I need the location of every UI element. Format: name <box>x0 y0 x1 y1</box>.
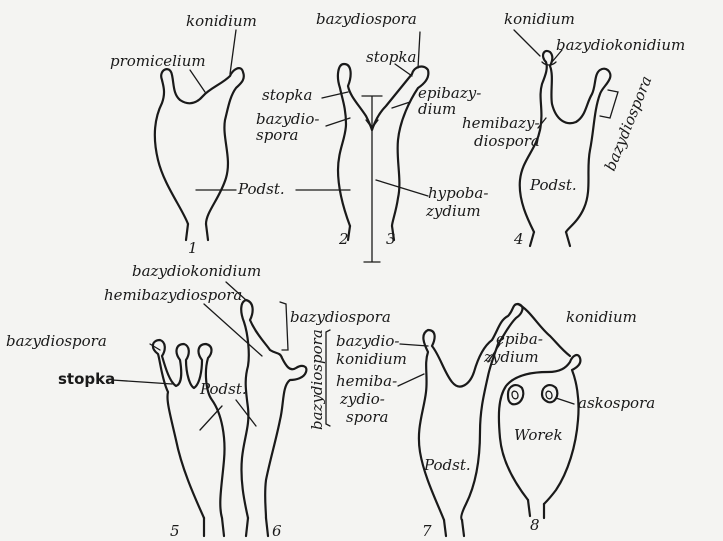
label-bazydiospora-23: bazydiospora <box>316 10 417 28</box>
fig23-pointer-bazydiospora <box>418 32 420 68</box>
label-worek: Worek <box>514 426 563 444</box>
fig6-outline <box>241 300 306 518</box>
label-bazydiospora-78-vertical: bazydiospora <box>308 329 326 430</box>
fig8-ascospore-left-inner <box>512 391 518 399</box>
figure-number-8: 8 <box>530 516 540 534</box>
label-podst-7: Podst. <box>423 456 471 474</box>
fig56-pointer-bazydiospora-left <box>150 344 160 350</box>
fig1-stalk <box>186 224 208 240</box>
fig1-outline <box>155 68 244 224</box>
fig78-bracket-vertical <box>326 330 330 426</box>
label-podst-12: Podst. <box>237 180 285 198</box>
figure-number-7: 7 <box>422 522 432 540</box>
label-promicelium: promicelium <box>110 52 206 70</box>
label-hemibazydiospora-78-3: spora <box>346 408 388 426</box>
label-epibazydium-78-2: zydium <box>483 348 539 366</box>
figure-4: konidium bazydiokonidium hemibazy- diosp… <box>462 10 685 248</box>
fig56-bracket-top <box>280 302 288 350</box>
label-podst-56: Podst. <box>199 380 247 398</box>
label-bazydiospora-side-2: spora <box>256 126 298 144</box>
fig4-pointer-konidium <box>514 30 540 56</box>
fig23-pointer-stopka <box>322 92 348 98</box>
label-askospora: askospora <box>578 394 655 412</box>
label-konidium-78: konidium <box>566 308 637 326</box>
label-hypobazydium-2: zydium <box>425 202 481 220</box>
label-konidium-1: konidium <box>186 12 257 30</box>
label-stopka-top: stopka <box>366 48 416 66</box>
label-bazydiospora-56-left: bazydiospora <box>6 332 107 350</box>
label-hypobazydium-1: hypoba- <box>428 184 488 202</box>
label-hemibazydiospora-4-2: diospora <box>474 132 540 150</box>
label-bazydiokonidium-78-2: konidium <box>336 350 407 368</box>
fig4-bracket <box>600 90 618 118</box>
fig23-pointer-hypobazydium <box>376 180 428 196</box>
figure-number-4: 4 <box>513 230 524 248</box>
fig4-stalk <box>530 232 570 246</box>
label-epibazydium-78-1: epiba- <box>496 330 543 348</box>
fig1-pointer-promicelium <box>190 70 205 92</box>
label-bazydiokonidium-56: bazydiokonidium <box>132 262 261 280</box>
label-bazydiospora-56-right: bazydiospora <box>290 308 391 326</box>
fig23-outline <box>338 64 428 226</box>
label-hemibazydiospora-56: hemibazydiospora <box>104 286 242 304</box>
label-epibazydium-2: dium <box>418 100 456 118</box>
fig5-outline <box>153 340 225 518</box>
figure-number-2: 2 <box>338 230 349 248</box>
fig78-pointer-askospora <box>556 398 574 404</box>
fig6-stalk <box>246 518 268 536</box>
fig8-ascospore-left <box>508 385 523 404</box>
label-hemibazydiospora-78-1: hemiba- <box>336 372 397 390</box>
figure-number-6: 6 <box>272 522 282 540</box>
figure-number-5: 5 <box>170 522 180 540</box>
fig78-pointer-hemibazydiospora <box>398 374 424 386</box>
figure-number-3: 3 <box>386 230 396 248</box>
fig23-divider-line <box>362 96 382 262</box>
label-stopka-5: stopka <box>58 370 115 388</box>
label-hemibazydiospora-4-1: hemibazy- <box>462 114 540 132</box>
figure-5-6: bazydiokonidium hemibazydiospora bazydio… <box>6 262 391 540</box>
fig5-stalk <box>204 518 224 536</box>
label-bazydiospora-4-vertical: bazydiospora <box>601 73 655 173</box>
label-bazydiokonidium-4: bazydiokonidium <box>556 36 685 54</box>
figure-7-8: bazydiospora bazydio- konidium hemiba- z… <box>308 304 655 540</box>
fig4-sterigma <box>542 62 556 65</box>
fig8-ascospore-right-inner <box>546 391 552 399</box>
fig1-pointer-konidium <box>230 30 236 74</box>
figure-2-3: bazydiospora stopka stopka bazydio- spor… <box>196 10 488 262</box>
label-hemibazydiospora-78-2: zydio- <box>339 390 385 408</box>
figure-1: promicelium konidium 1 <box>110 12 257 257</box>
label-podst-4: Podst. <box>529 176 577 194</box>
fig7-stalk <box>444 520 464 536</box>
label-bazydiokonidium-78-1: bazydio- <box>336 332 399 350</box>
fig8-ascospore-right <box>542 385 557 402</box>
figure-number-1: 1 <box>188 239 198 257</box>
label-konidium-4: konidium <box>504 10 575 28</box>
label-stopka: stopka <box>262 86 312 104</box>
